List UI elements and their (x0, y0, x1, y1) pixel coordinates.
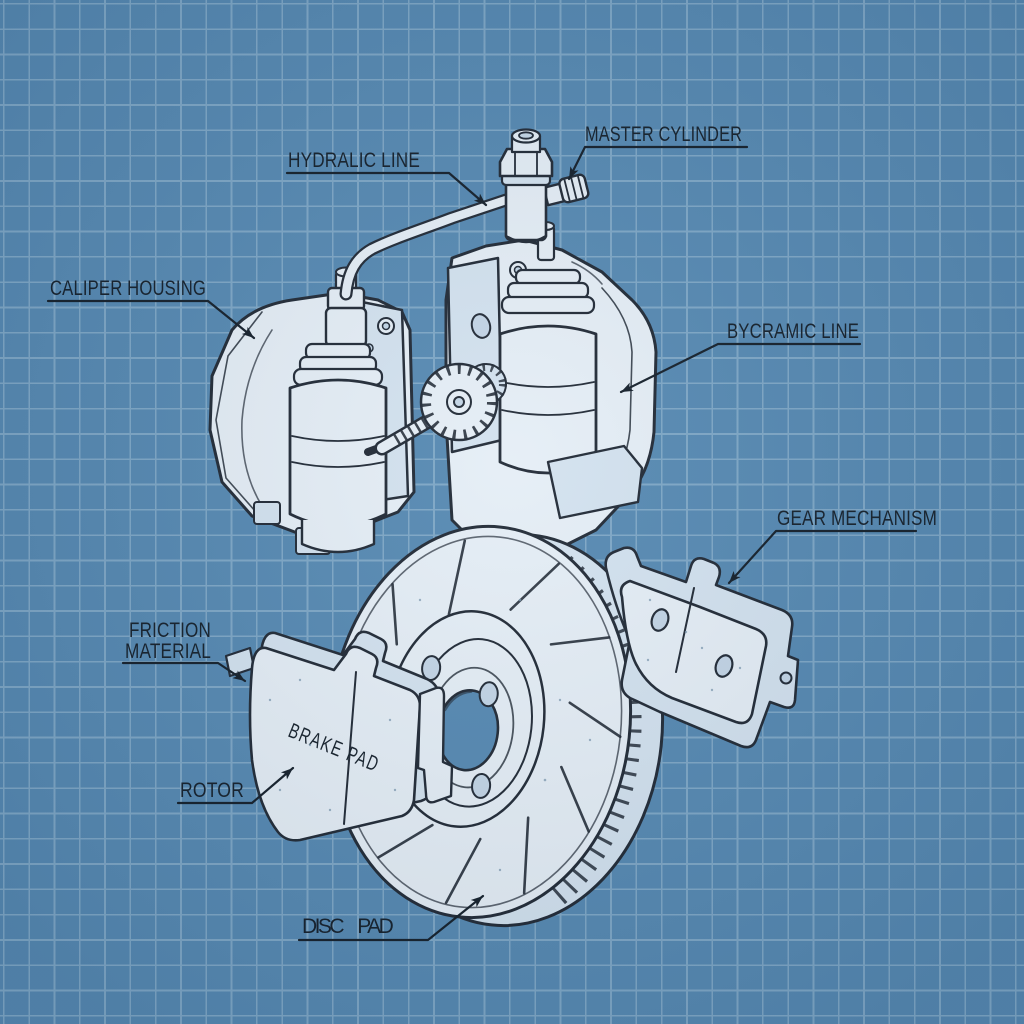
front-pad-friction-face (248, 645, 422, 842)
left-piston (288, 266, 388, 554)
hydraulic-line-tube (339, 193, 513, 301)
gear-and-shaft (364, 362, 507, 456)
front-pad-stipple (268, 678, 397, 812)
diagram-labels: HYDRALIC LINE MASTER CYLINDER CALIPER HO… (46, 123, 937, 942)
label-friction-material-line1: FRICTION (129, 619, 211, 642)
label-rotor: ROTOR (180, 779, 244, 802)
label-master-cylinder: MASTER CYLINDER (585, 123, 742, 146)
label-bycramic-line: BYCRAMIC LINE (727, 320, 859, 343)
front-pad-ear-bar (416, 686, 454, 804)
rotor-stipple (418, 598, 592, 872)
label-friction-material-line2: MATERIAL (125, 640, 211, 663)
front-brake-pad: BRAKE PAD (224, 630, 454, 842)
master-cylinder-fitting (498, 128, 590, 244)
label-hydraulic-line: HYDRALIC LINE (288, 149, 420, 172)
right-caliper (444, 221, 658, 554)
rear-pad-stipple (646, 598, 742, 692)
leader-lines (46, 145, 918, 942)
label-caliper-housing: CALIPER HOUSING (50, 277, 206, 300)
right-piston (498, 268, 598, 475)
left-caliper (208, 266, 416, 555)
label-gear-mechanism: GEAR MECHANISM (777, 507, 937, 530)
brake-rotor (327, 524, 665, 928)
rear-brake-pad (604, 546, 800, 749)
label-disc-pad: DISC PAD (302, 915, 394, 938)
